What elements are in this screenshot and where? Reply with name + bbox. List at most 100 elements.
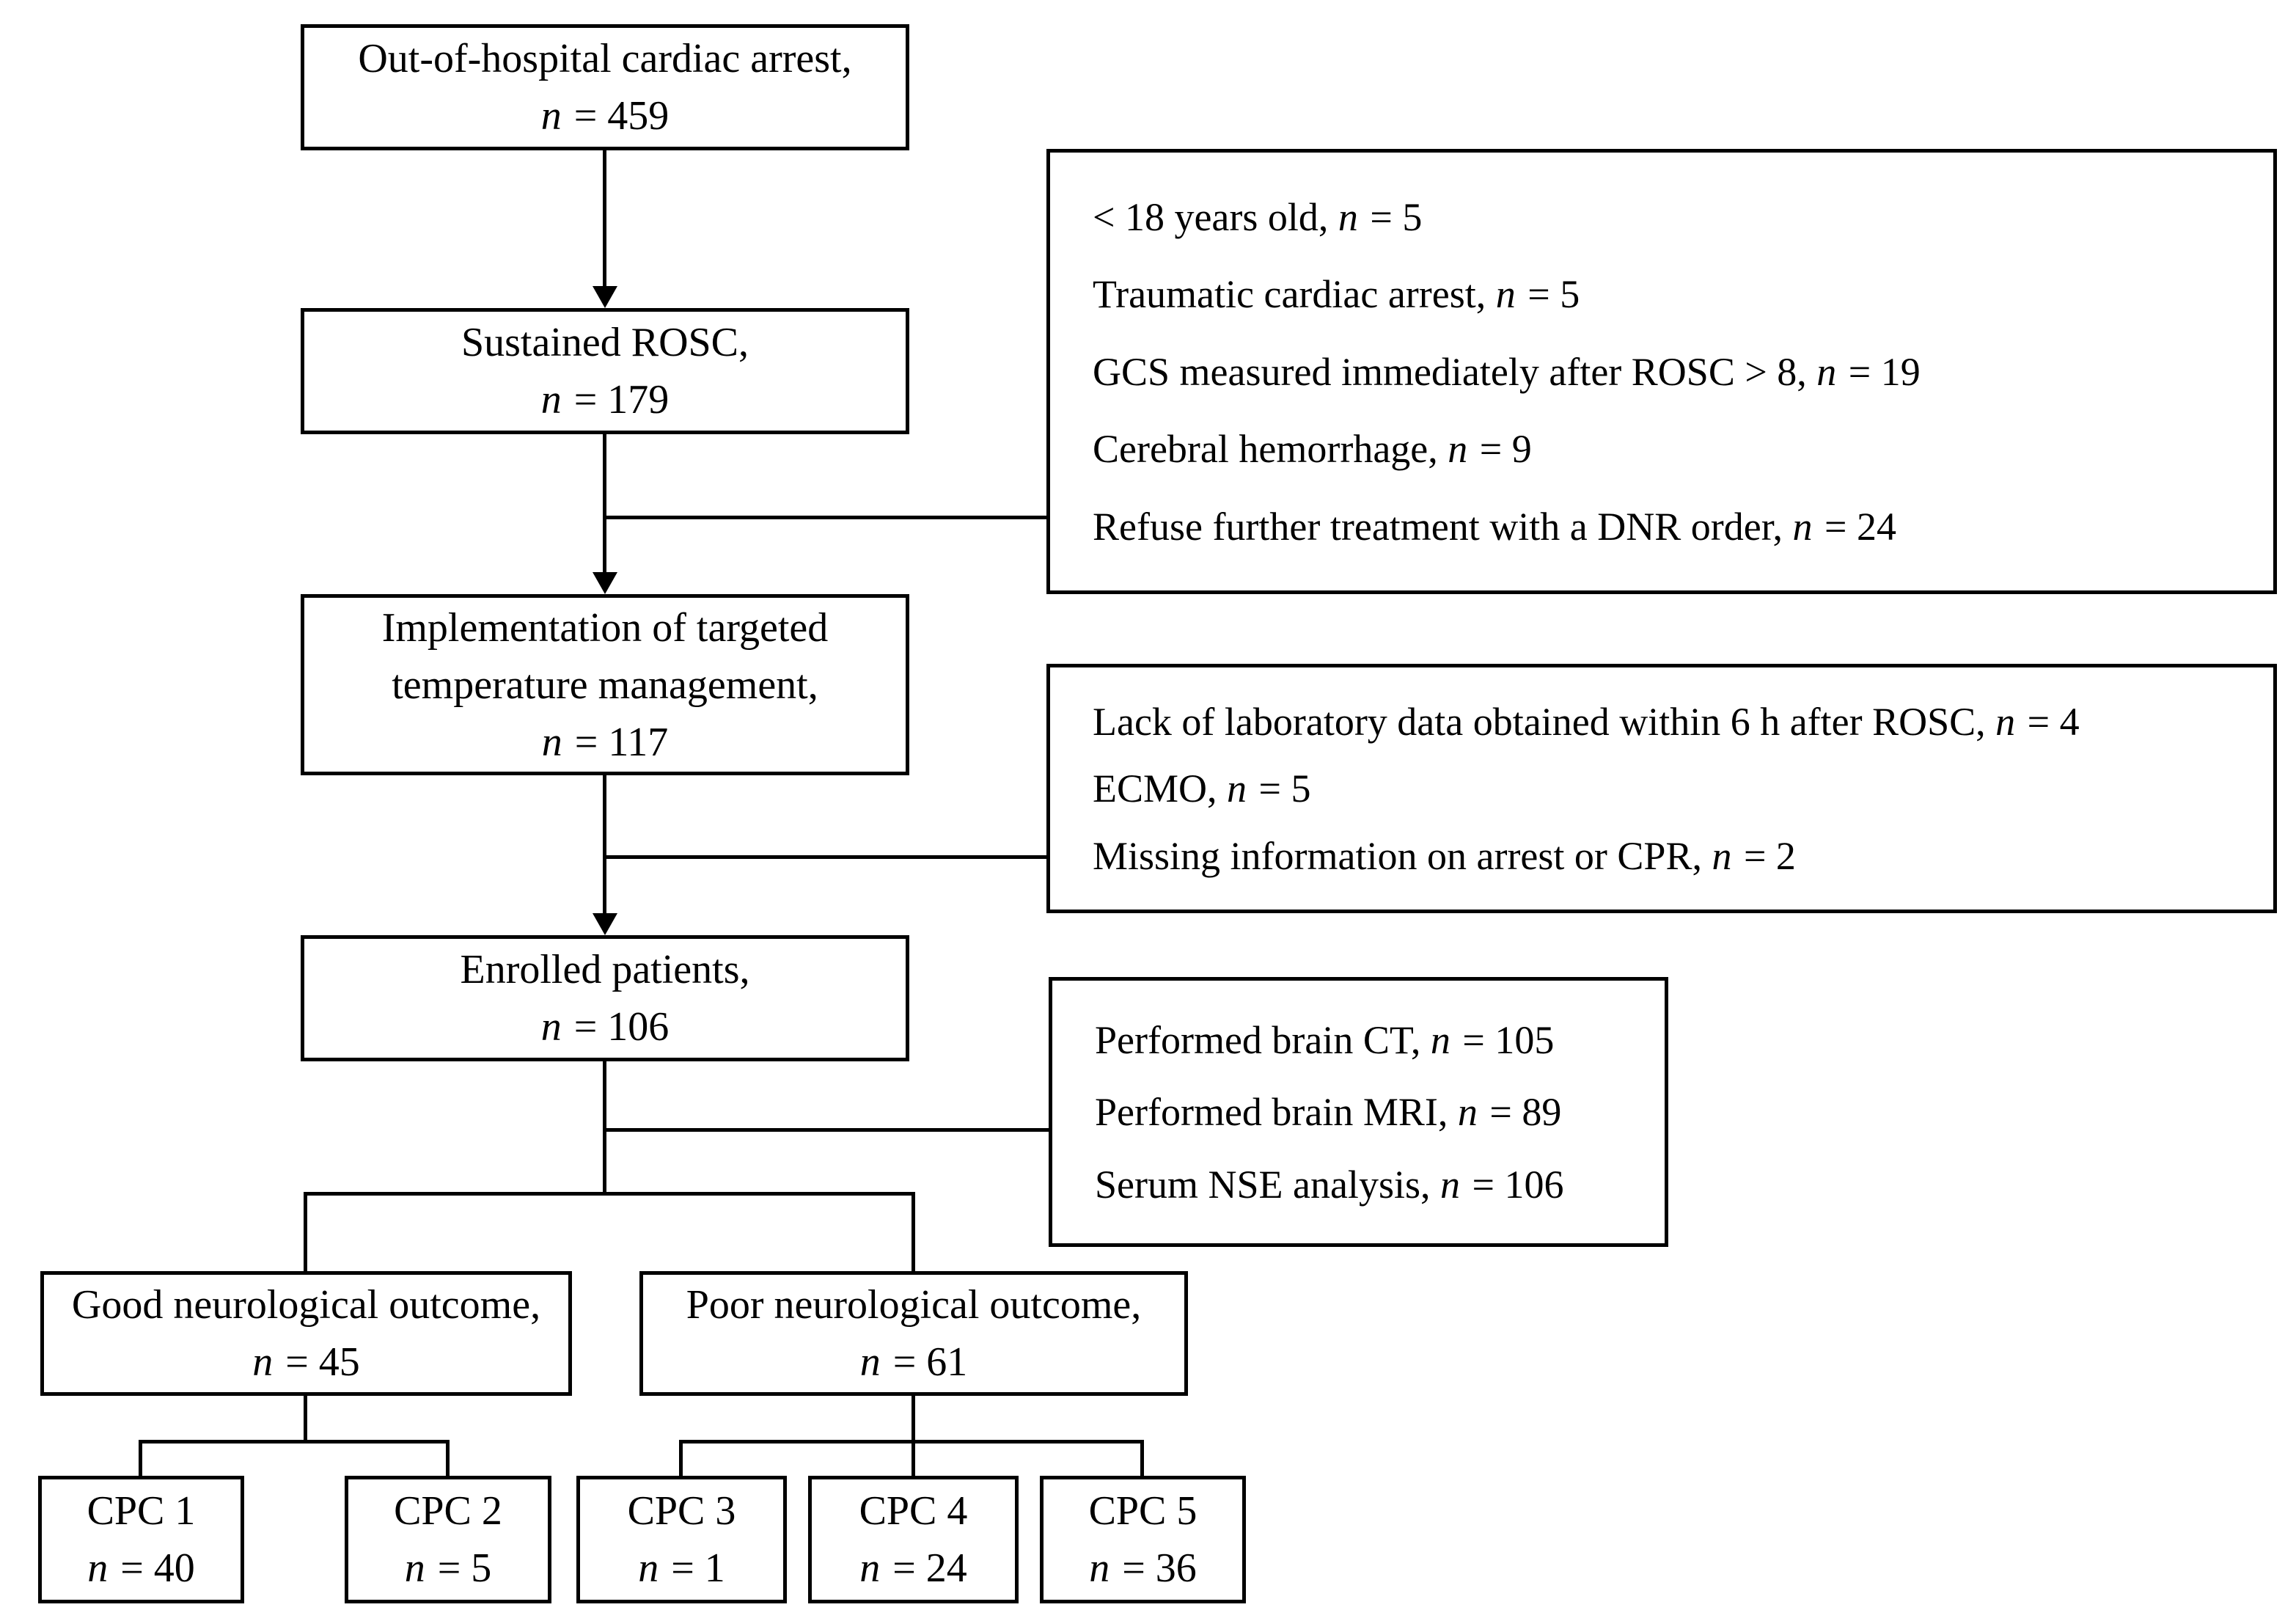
- diagnostic-text: Serum NSE analysis,: [1095, 1162, 1440, 1207]
- box-label: Sustained ROSC,: [461, 320, 749, 365]
- exclusion-text: ECMO,: [1093, 766, 1228, 810]
- box-n-line: n = 117: [542, 714, 669, 771]
- connector-main1-main2: [603, 149, 606, 286]
- n-count: = 5: [1360, 194, 1423, 239]
- n-count: = 459: [563, 93, 670, 139]
- n-symbol: n: [1995, 699, 2016, 744]
- connector-to-poor-outcome: [912, 1192, 915, 1271]
- box-n-line: n = 24: [859, 1540, 967, 1597]
- box-label: Good neurological outcome,: [71, 1282, 541, 1328]
- connector-poor-to-cpc4: [912, 1396, 915, 1476]
- box-label: CPC 2: [394, 1488, 502, 1534]
- exclusion-item: Traumatic cardiac arrest, n = 5: [1093, 271, 2260, 318]
- box-label: CPC 5: [1088, 1488, 1197, 1534]
- n-count: = 105: [1452, 1017, 1555, 1062]
- n-symbol: n: [1439, 1162, 1460, 1207]
- n-symbol: n: [1430, 1017, 1450, 1062]
- diagnostic-text: Performed brain CT,: [1095, 1017, 1431, 1062]
- diagnostic-text: Performed brain MRI,: [1095, 1090, 1458, 1134]
- connector-main3-main4: [603, 775, 606, 913]
- exclusion-box-1: < 18 years old, n = 5 Traumatic cardiac …: [1046, 149, 2277, 594]
- box-label: CPC 3: [627, 1488, 736, 1534]
- box-n-line: n = 5: [405, 1540, 492, 1597]
- n-symbol: n: [1089, 1545, 1110, 1591]
- diagnostics-box: Performed brain CT, n = 105 Performed br…: [1049, 977, 1668, 1247]
- n-count: = 4: [2017, 699, 2080, 744]
- box-label-line2: temperature management,: [392, 662, 818, 708]
- cpc-box-5: CPC 5 n = 36: [1040, 1476, 1246, 1603]
- box-label: CPC 4: [859, 1488, 968, 1534]
- outcome-box-good: Good neurological outcome, n = 45: [40, 1271, 572, 1396]
- box-n-line: n = 1: [638, 1540, 725, 1597]
- n-count: = 19: [1838, 349, 1921, 394]
- n-symbol: n: [1495, 272, 1516, 316]
- exclusion-text: Cerebral hemorrhage,: [1093, 427, 1448, 471]
- box-n-line: n = 36: [1089, 1540, 1197, 1597]
- n-count: = 45: [275, 1339, 360, 1385]
- n-count: = 89: [1479, 1090, 1562, 1134]
- n-count: = 1: [661, 1545, 725, 1591]
- branch-to-exclusion-box-2: [603, 855, 1046, 859]
- n-symbol: n: [1457, 1090, 1478, 1134]
- connector-to-cpc1: [139, 1440, 142, 1476]
- arrowhead-down: [593, 913, 617, 935]
- n-count: = 106: [563, 1004, 670, 1050]
- arrowhead-down: [593, 286, 617, 308]
- exclusion-item: Lack of laboratory data obtained within …: [1093, 698, 2260, 745]
- box-n-line: n = 61: [860, 1333, 968, 1391]
- box-label: Poor neurological outcome,: [686, 1282, 1142, 1328]
- n-count: = 179: [563, 377, 670, 422]
- n-symbol: n: [1816, 349, 1837, 394]
- n-count: = 5: [1249, 766, 1311, 810]
- connector-to-good-outcome: [304, 1192, 307, 1271]
- branch-to-exclusion-box-1: [603, 516, 1046, 519]
- flow-box-out-of-hospital-cardiac-arrest: Out-of-hospital cardiac arrest, n = 459: [301, 24, 909, 150]
- n-count: = 2: [1734, 833, 1796, 878]
- exclusion-text: Refuse further treatment with a DNR orde…: [1093, 504, 1793, 549]
- box-n-line: n = 179: [541, 371, 670, 428]
- box-n-line: n = 40: [87, 1540, 195, 1597]
- n-symbol: n: [1792, 504, 1813, 549]
- n-symbol: n: [540, 93, 562, 139]
- n-symbol: n: [540, 1004, 562, 1050]
- n-count: = 106: [1461, 1162, 1564, 1207]
- connector-to-cpc5: [1140, 1440, 1144, 1476]
- n-symbol: n: [1338, 194, 1358, 239]
- n-count: = 24: [882, 1545, 967, 1591]
- cpc-box-2: CPC 2 n = 5: [345, 1476, 551, 1603]
- n-count: = 40: [110, 1545, 195, 1591]
- exclusion-item: Missing information on arrest or CPR, n …: [1093, 833, 2260, 879]
- n-count: = 36: [1112, 1545, 1197, 1591]
- n-count: = 117: [564, 719, 669, 765]
- n-symbol: n: [859, 1339, 881, 1385]
- exclusion-item: Cerebral hemorrhage, n = 9: [1093, 425, 2260, 472]
- box-n-line: n = 45: [252, 1333, 360, 1391]
- flow-box-enrolled-patients: Enrolled patients, n = 106: [301, 935, 909, 1061]
- connector-good-to-cpc-split: [304, 1396, 307, 1443]
- cpc-split-line-poor: [679, 1440, 1144, 1443]
- n-symbol: n: [540, 377, 562, 422]
- flow-box-sustained-rosc: Sustained ROSC, n = 179: [301, 308, 909, 434]
- exclusion-text: < 18 years old,: [1093, 194, 1338, 239]
- arrowhead-down: [593, 572, 617, 594]
- n-count: = 24: [1814, 504, 1896, 549]
- n-count: = 5: [427, 1545, 492, 1591]
- diagnostic-item: Performed brain CT, n = 105: [1095, 1017, 1651, 1064]
- box-label: Out-of-hospital cardiac arrest,: [358, 36, 852, 81]
- cpc-box-4: CPC 4 n = 24: [808, 1476, 1019, 1603]
- exclusion-item: GCS measured immediately after ROSC > 8,…: [1093, 348, 2260, 395]
- exclusion-text: Traumatic cardiac arrest,: [1093, 272, 1496, 316]
- n-symbol: n: [87, 1545, 109, 1591]
- exclusion-item: < 18 years old, n = 5: [1093, 194, 2260, 241]
- connector-main2-main3: [603, 434, 606, 572]
- n-symbol: n: [541, 719, 562, 765]
- cpc-box-1: CPC 1 n = 40: [38, 1476, 244, 1603]
- flow-box-targeted-temperature-management: Implementation of targeted temperature m…: [301, 594, 909, 775]
- n-count: = 5: [1517, 272, 1580, 316]
- connector-to-cpc3: [679, 1440, 683, 1476]
- exclusion-text: Missing information on arrest or CPR,: [1093, 833, 1712, 878]
- n-symbol: n: [1227, 766, 1247, 810]
- n-symbol: n: [638, 1545, 659, 1591]
- n-symbol: n: [1448, 427, 1468, 471]
